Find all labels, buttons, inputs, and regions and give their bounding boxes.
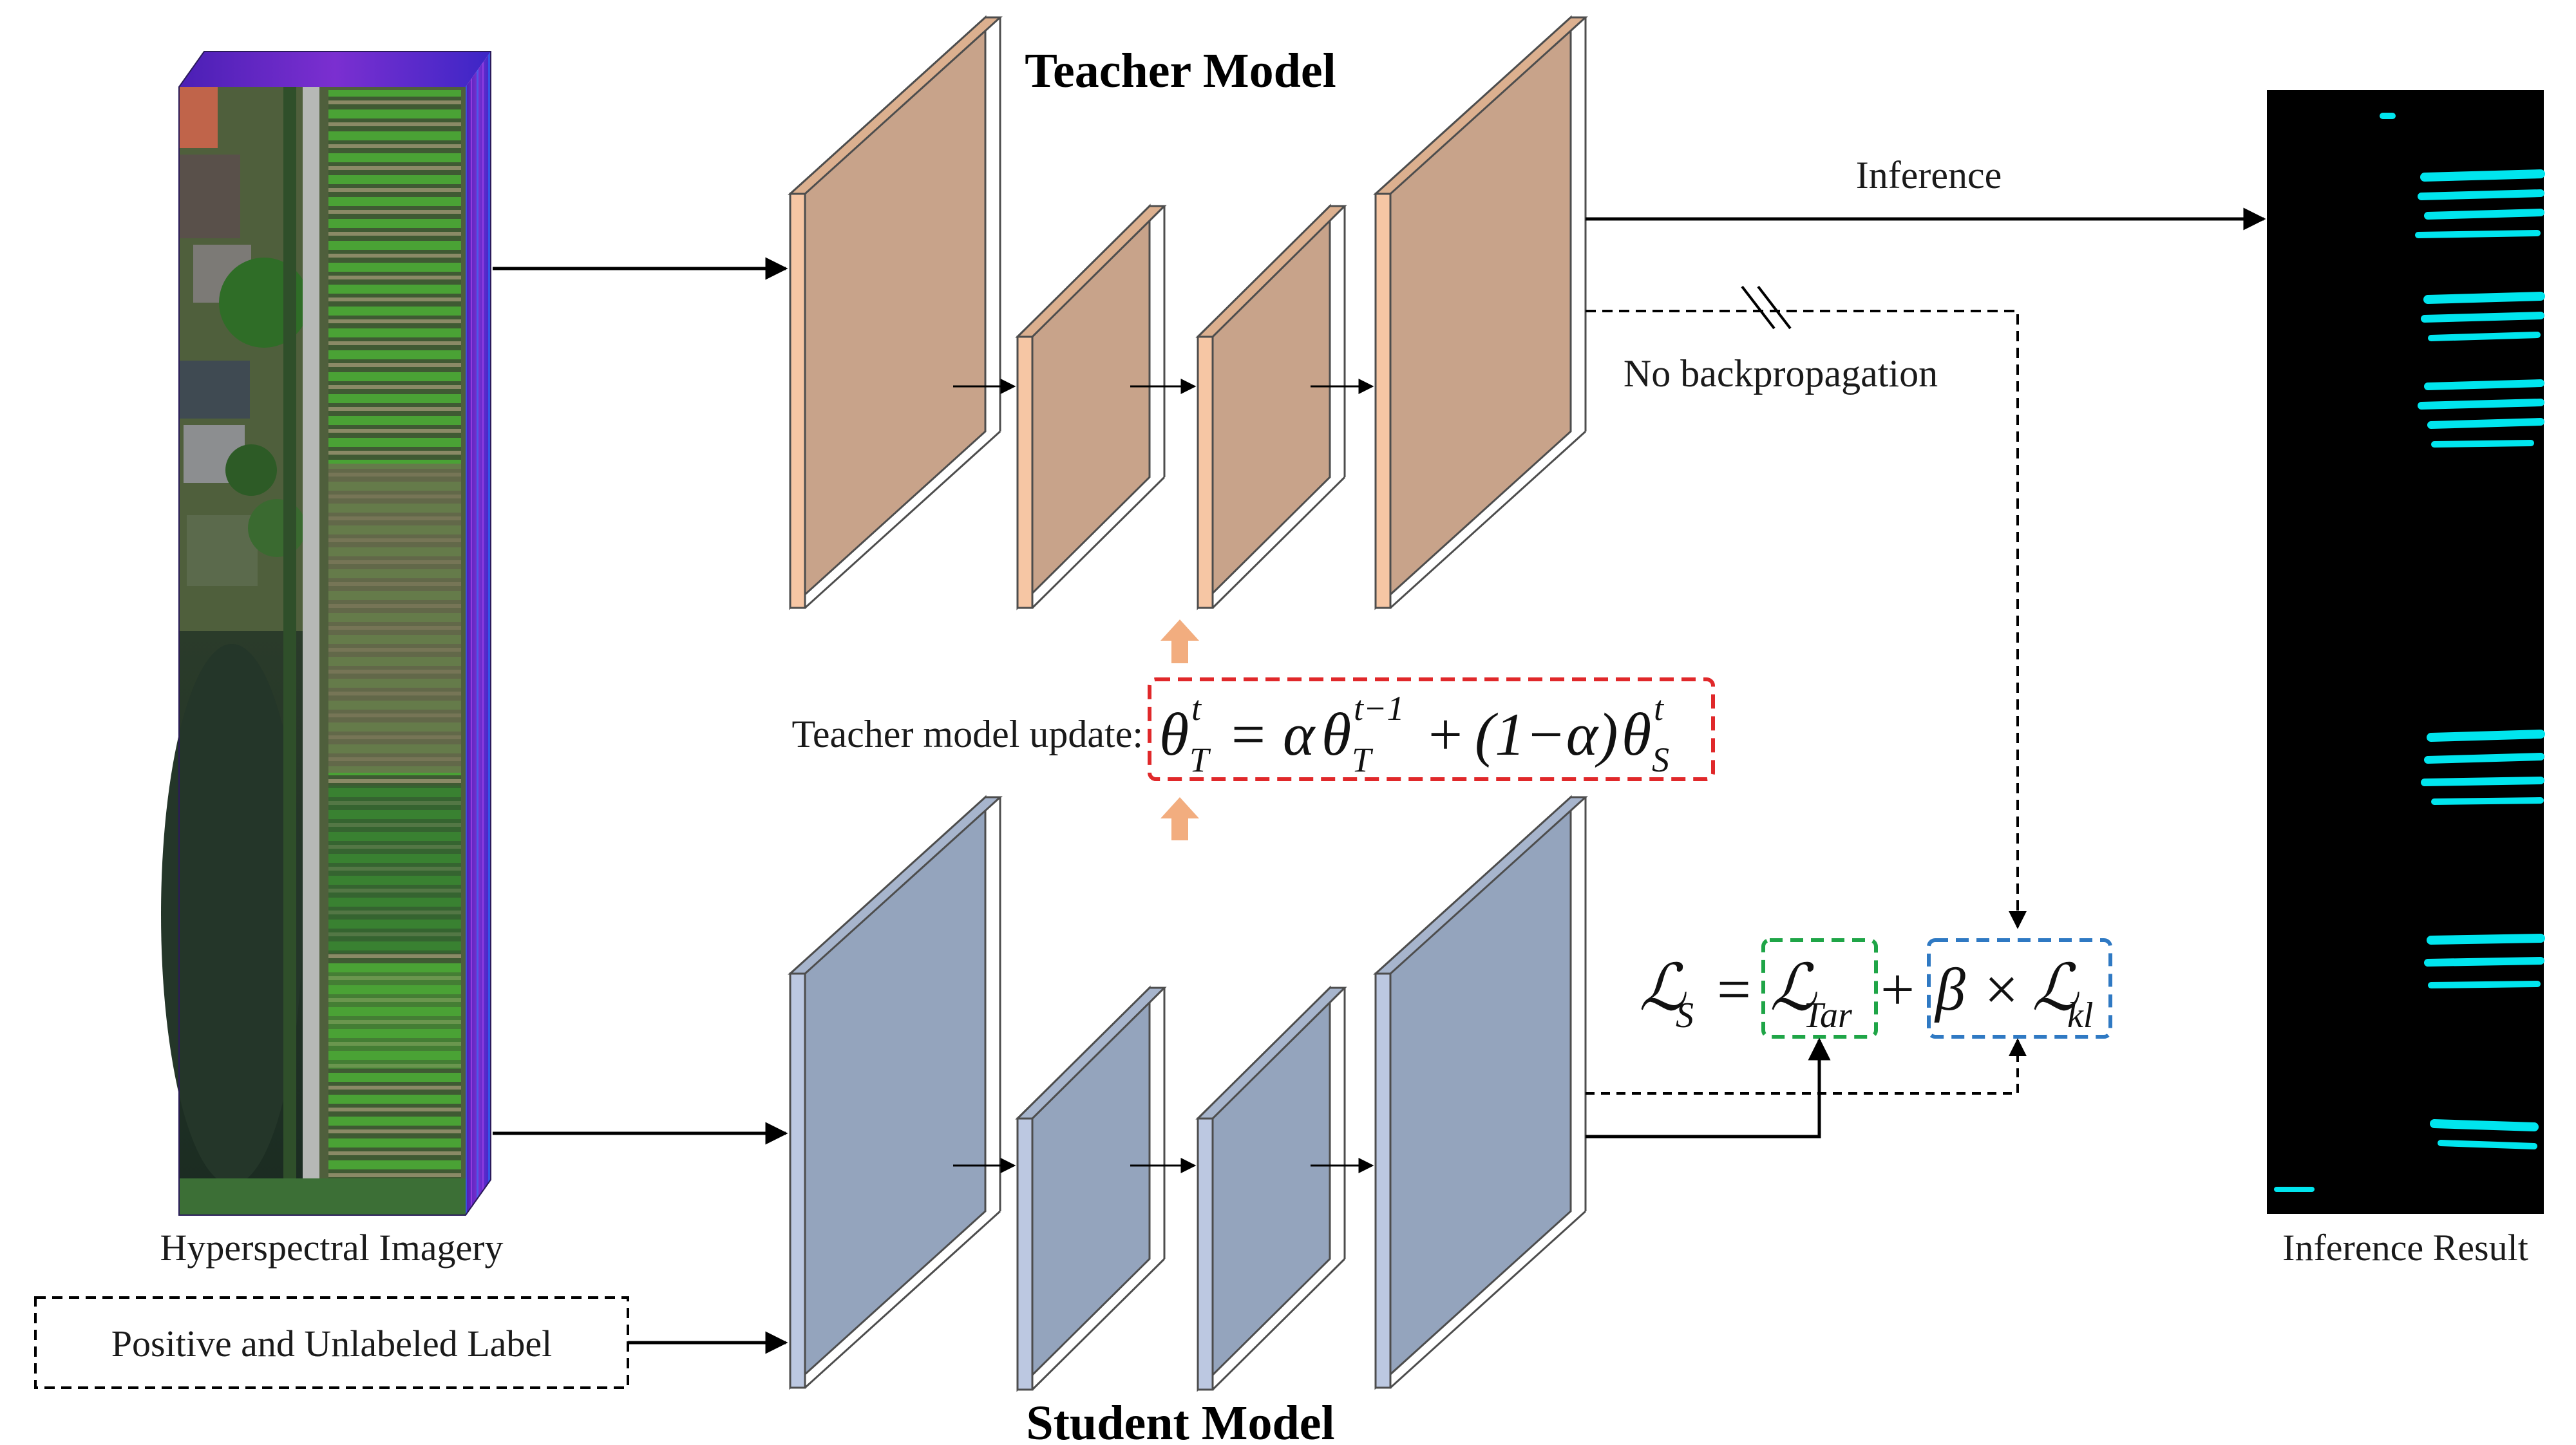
no-backprop-cut-2 [1757, 285, 1792, 330]
teacher-layer-3-face [1197, 203, 1331, 610]
eq-sub-T-1: T [1189, 741, 1211, 779]
eq-plus: + [1428, 701, 1463, 768]
student-layer-3-face [1197, 985, 1331, 1392]
eq-sup-t-1: t [1191, 689, 1202, 728]
teacher-model: Teacher Model [788, 15, 1588, 610]
inference-result-label: Inference Result [2282, 1227, 2528, 1269]
loss-equals: = [1717, 956, 1751, 1023]
eq-sup-t-1-minus: t−1 [1354, 689, 1404, 728]
eq-sup-t-2: t [1654, 689, 1665, 728]
loss-L-tar: ℒ [1770, 952, 1817, 1024]
no-backprop-label: No backpropagation [1624, 352, 1938, 395]
student-layer-1-side [789, 972, 806, 1389]
student-to-kl-arrow [1586, 1038, 2027, 1095]
loss-L-kl: ℒ [2032, 952, 2079, 1024]
loss-plus: + [1880, 956, 1915, 1023]
student-layer-1 [788, 795, 1003, 1390]
hyperspectral-cube [161, 51, 491, 1216]
loss-equation: ℒ S = ℒ Tar + β × ℒ kl [1639, 938, 2112, 1039]
imagery-label: Hyperspectral Imagery [160, 1227, 503, 1269]
eq-theta-3: θ [1622, 701, 1651, 768]
student-layer-3-side [1197, 1117, 1214, 1391]
loss-sub-kl: kl [2067, 996, 2093, 1035]
tar-loss-box [1761, 938, 1878, 1039]
teacher-layer-2-face [1016, 203, 1151, 610]
pu-label-text: Positive and Unlabeled Label [111, 1323, 553, 1365]
no-backprop-cut-1 [1741, 285, 1776, 330]
eq-sub-S: S [1652, 741, 1669, 779]
teacher-update: Teacher model update: θ T t = α θ T t−1 … [791, 619, 1715, 840]
teacher-layer-4-side [1374, 193, 1392, 609]
student-layer-2-face [1016, 985, 1151, 1392]
student-layer-2 [1015, 985, 1167, 1392]
teacher-model-title: Teacher Model [1025, 44, 1336, 98]
eq-equals: = [1231, 701, 1265, 768]
eq-theta-2: θ [1321, 701, 1351, 768]
loss-sub-S: S [1676, 996, 1694, 1035]
student-layer-2-side [1016, 1117, 1034, 1391]
inference-label: Inference [1856, 154, 2002, 196]
student-layer-4-side [1374, 972, 1392, 1389]
teacher-layer-1 [788, 15, 1003, 610]
update-equation-box [1148, 677, 1715, 781]
update-arrow-up-top [1160, 619, 1199, 663]
teacher-layer-2-side [1016, 335, 1034, 609]
cube-side-stripes [466, 52, 491, 1215]
eq-theta-1: θ [1159, 701, 1189, 768]
student-layer-3 [1195, 985, 1347, 1392]
eq-sub-T-2: T [1352, 741, 1374, 779]
loss-L-S: ℒ [1639, 952, 1687, 1024]
teacher-layer-4 [1373, 15, 1588, 610]
teacher-layer-3-side [1197, 335, 1214, 609]
pu-label-box [34, 1296, 629, 1389]
eq-one-minus-alpha: (1−α) [1475, 701, 1618, 768]
loss-sub-tar: Tar [1803, 996, 1852, 1035]
aerial-image [161, 87, 466, 1215]
student-model-title: Student Model [1026, 1396, 1334, 1445]
student-to-tar-arrow [1586, 1037, 1831, 1138]
inference-result-image [2267, 90, 2545, 1214]
teacher-layer-1-side [789, 193, 806, 609]
eq-alpha-1: α [1283, 701, 1316, 768]
student-model: Student Model [788, 795, 1588, 1445]
student-layer-4 [1373, 795, 1588, 1390]
no-backprop-path [1586, 310, 2027, 929]
kl-loss-box [1927, 938, 2112, 1039]
loss-beta-times: β × [1934, 956, 2022, 1023]
update-arrow-up-bottom [1160, 797, 1199, 840]
cube-top-face [179, 52, 491, 87]
result-detections [2274, 113, 2545, 1192]
update-label: Teacher model update: [791, 713, 1143, 755]
teacher-layer-3 [1195, 203, 1347, 610]
teacher-layer-2 [1015, 203, 1167, 610]
cube-outline [178, 51, 491, 1216]
